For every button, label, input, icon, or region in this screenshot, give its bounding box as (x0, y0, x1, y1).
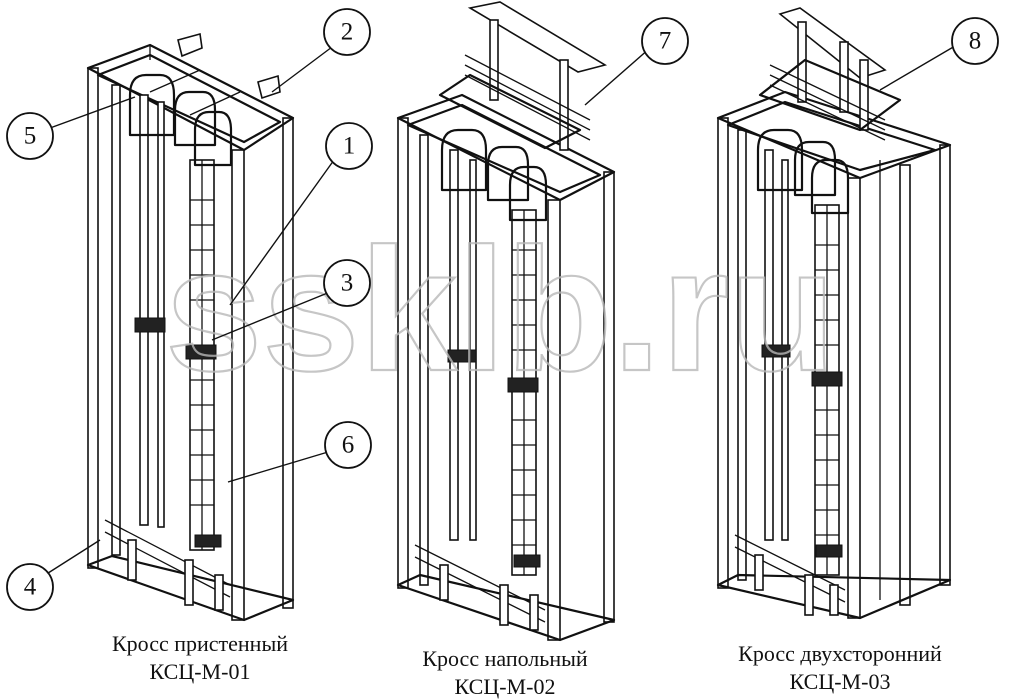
frame-wall-cross (86, 32, 295, 622)
callout-7-label: 7 (659, 28, 672, 55)
callout-5-label: 5 (24, 123, 37, 150)
caption-double-sided-cross-name: Кросс двухсторонний (738, 641, 942, 666)
callout-5: 5 (6, 96, 136, 160)
caption-wall-cross-name: Кросс пристенный (111, 631, 289, 656)
caption-floor-cross-model: КСЦ-М-02 (454, 674, 556, 699)
frame-floor-cross (396, 1, 616, 642)
callout-1: 1 (229, 122, 373, 306)
callout-3-label: 3 (341, 270, 354, 297)
caption-wall-cross-model: КСЦ-М-01 (149, 659, 251, 684)
callout-6: 6 (227, 421, 372, 483)
callout-1-label: 1 (343, 133, 356, 160)
callout-4: 4 (6, 539, 101, 611)
callout-4-label: 4 (24, 574, 37, 601)
caption-floor-cross-name: Кросс напольный (422, 646, 588, 671)
callout-3: 3 (211, 259, 371, 341)
caption-double-sided-cross-model: КСЦ-М-03 (789, 669, 891, 694)
callout-7: 7 (584, 17, 689, 106)
frame-double-sided-cross (716, 7, 952, 620)
callout-6-label: 6 (342, 432, 355, 459)
caption-wall-cross: Кросс пристенный КСЦ-М-01 (70, 630, 330, 686)
caption-floor-cross: Кросс напольный КСЦ-М-02 (375, 645, 635, 700)
watermark-text: ssklb.ru (165, 213, 836, 408)
callout-2-label: 2 (341, 19, 354, 46)
callout-2: 2 (271, 8, 371, 93)
callout-8-label: 8 (969, 28, 982, 55)
caption-double-sided-cross: Кросс двухсторонний КСЦ-М-03 (700, 640, 980, 696)
callout-8: 8 (879, 17, 999, 91)
